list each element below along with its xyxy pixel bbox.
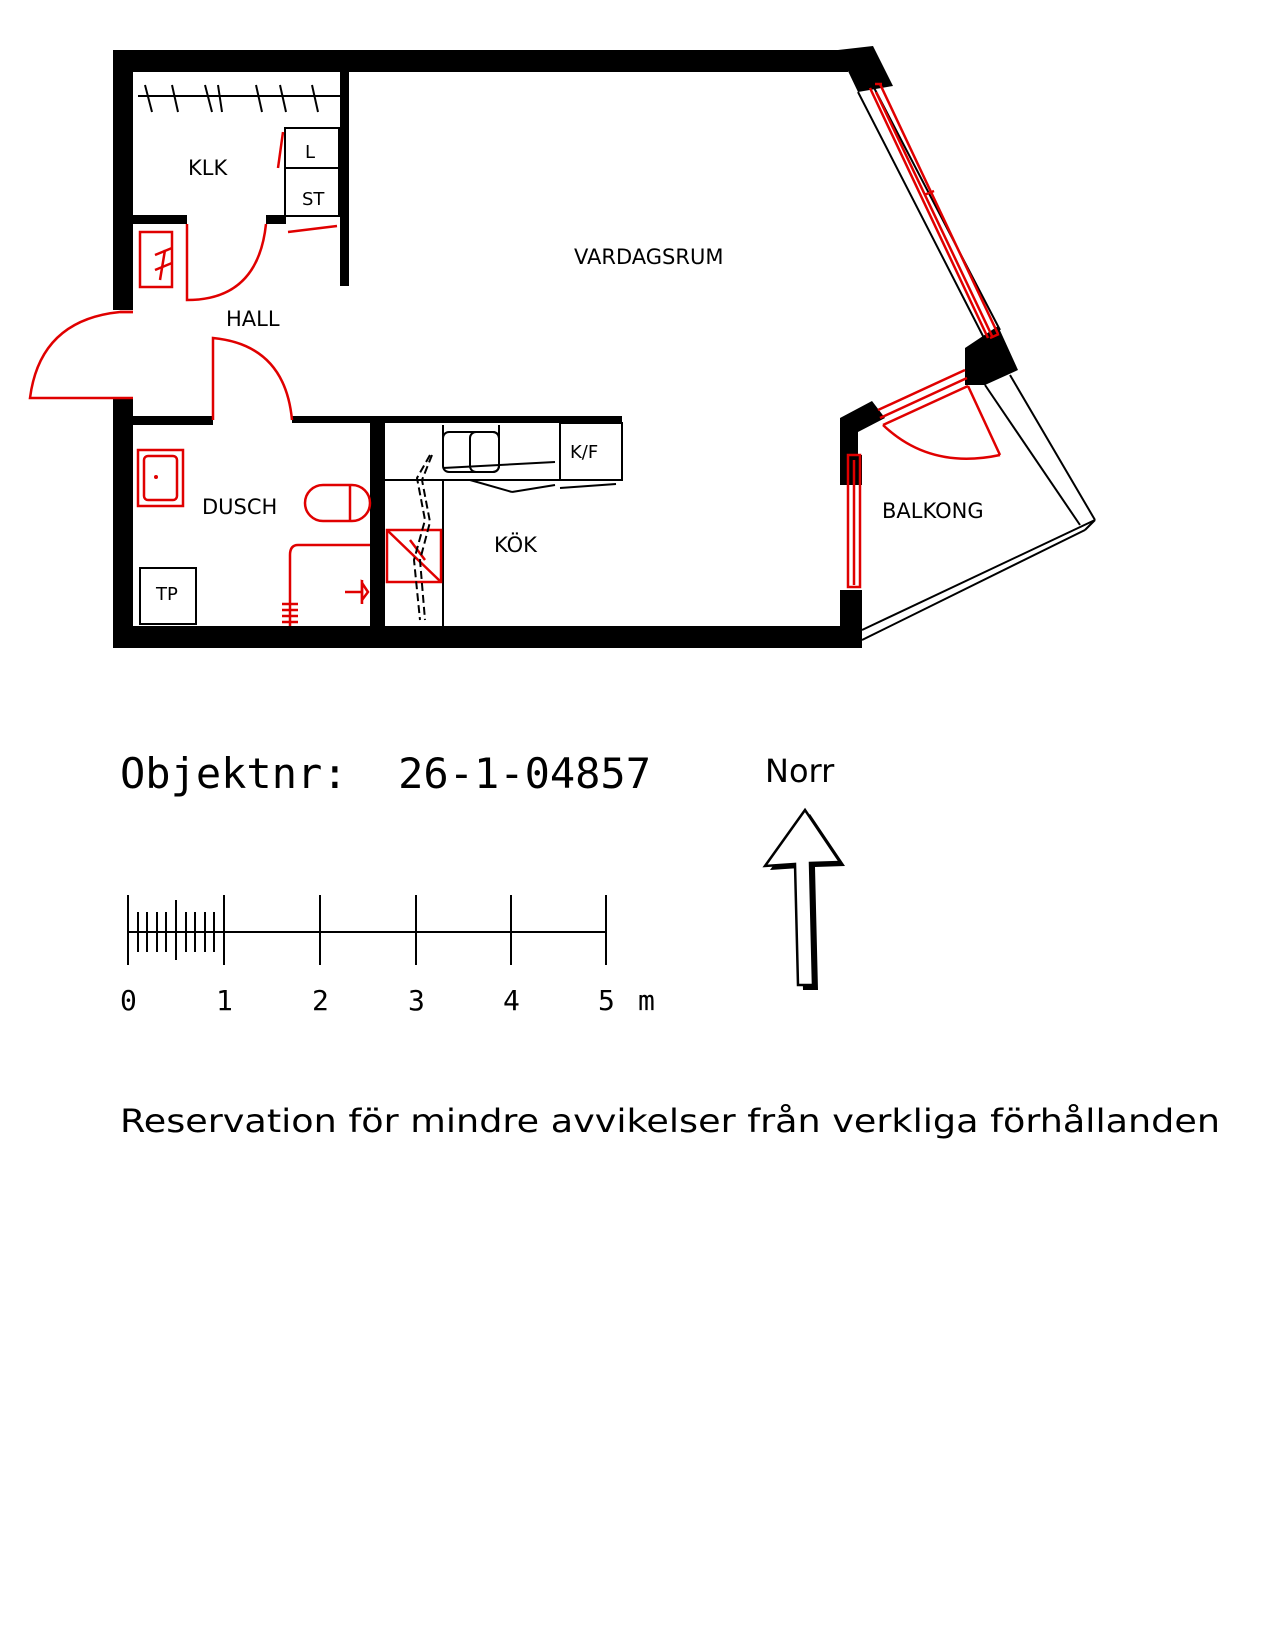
wall-left-upper [113, 50, 133, 310]
scale-unit: m [638, 984, 655, 1017]
walls [113, 46, 1018, 648]
north-label: Norr [765, 752, 835, 790]
dusch-sink [136, 448, 185, 508]
wall-top [113, 50, 848, 72]
wall-bottom [113, 626, 858, 648]
entrance-door [28, 310, 133, 400]
scale-bar [127, 895, 607, 965]
wall-klk-bottom-left [133, 215, 187, 224]
dusch-toilet [303, 483, 372, 523]
object-number: Objektnr: 26-1-04857 [120, 749, 651, 798]
kf-fridge [559, 422, 623, 481]
room-label-dusch: DUSCH [202, 495, 277, 519]
disclaimer-text: Reservation för mindre avvikelser från v… [120, 1102, 1220, 1140]
room-label-vardagsrum: VARDAGSRUM [574, 245, 723, 269]
outer-diagonal-lines [857, 79, 1096, 641]
fixture-label-kf: K/F [570, 442, 598, 463]
wall-dusch-top-left [133, 416, 213, 425]
dusch-shower [282, 543, 370, 626]
wall-balcony-side-lower [840, 590, 862, 648]
scale-tick-4: 4 [503, 984, 520, 1017]
fixture-label-l: L [305, 142, 315, 163]
wall-balcony-side [840, 455, 862, 485]
room-label-kok: KÖK [494, 532, 538, 557]
balcony-window [846, 453, 862, 589]
wall-klk-bottom-right [266, 215, 286, 224]
pillar-balcony [840, 401, 885, 455]
window-diagonal [868, 82, 1000, 340]
kitchen-stove [385, 454, 443, 621]
scale-tick-1: 1 [216, 984, 233, 1017]
scale-tick-2: 2 [312, 984, 329, 1017]
pillar-mid [965, 326, 1018, 385]
klk-door [185, 223, 268, 302]
tp-cabinet [139, 567, 197, 625]
wall-dusch-kok [370, 416, 385, 648]
klk-wardrobe-rail [138, 84, 340, 113]
hall-cabinet [138, 230, 174, 289]
room-label-balkong: BALKONG [882, 499, 984, 523]
fixture-label-st: ST [302, 189, 325, 210]
fixture-label-tp: TP [155, 584, 178, 605]
wall-left-lower [113, 398, 133, 648]
dusch-door [211, 336, 294, 421]
st-cabinet [284, 167, 340, 217]
scale-tick-5: 5 [598, 984, 615, 1017]
wall-dusch-top-right [292, 416, 622, 423]
corner-pillar-top [838, 46, 893, 92]
room-label-hall: HALL [226, 307, 280, 331]
scale-tick-3: 3 [408, 984, 425, 1017]
wall-klk-right [340, 50, 349, 286]
kitchen-counter [385, 422, 623, 626]
north-arrow-icon [762, 807, 845, 990]
room-label-klk: KLK [188, 156, 228, 180]
balcony-door [877, 368, 1002, 460]
scale-tick-0: 0 [120, 984, 137, 1017]
